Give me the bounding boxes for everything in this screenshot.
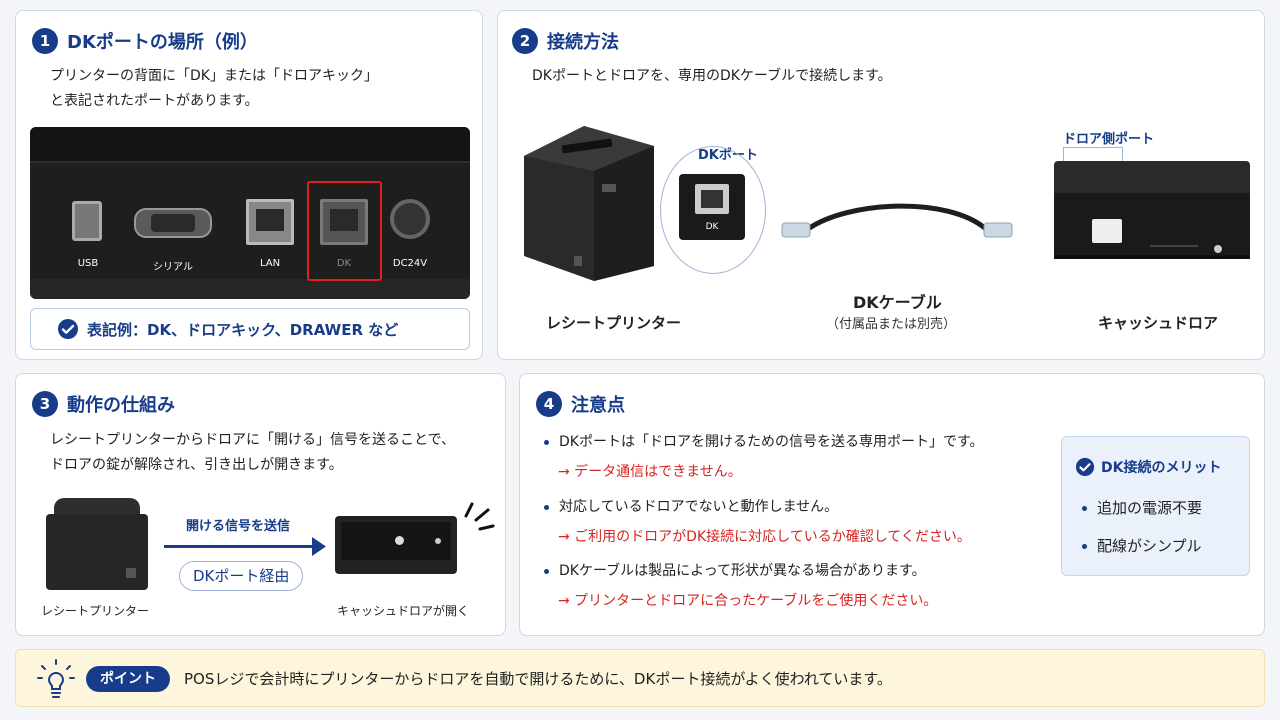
merit-box: DK接続のメリット 追加の電源不要 配線がシンプル <box>1061 436 1250 576</box>
merit-item-2: 配線がシンプル <box>1082 535 1202 556</box>
dk-port-icon <box>320 199 368 245</box>
panel4-title-text: 注意点 <box>571 395 625 416</box>
step-number-1: 1 <box>32 28 58 54</box>
small-printer-image <box>46 498 148 590</box>
panel4-title: 4 注意点 <box>536 391 625 417</box>
usb-port-icon <box>72 201 102 241</box>
port-label-lan: LAN <box>259 258 281 269</box>
precaution-note-1: → データ通信はできません。 <box>558 464 742 480</box>
signal-label: 開ける信号を送信 <box>186 519 291 534</box>
precaution-note-3: → プリンターとドロアに合ったケーブルをご使用ください。 <box>558 593 938 609</box>
panel3-title-text: 動作の仕組み <box>67 395 175 416</box>
panel-precautions: 4 注意点 DKポートは「ドロアを開けるための信号を送る専用ポート」です。 → … <box>519 373 1265 636</box>
step-number-3: 3 <box>32 391 58 417</box>
step-number-4: 4 <box>536 391 562 417</box>
precaution-item-1: DKポートは「ドロアを開けるための信号を送る専用ポート」です。 <box>544 431 984 451</box>
merit-item-1: 追加の電源不要 <box>1082 497 1202 518</box>
drawer-opens-label: キャッシュドロアが開く <box>337 604 470 618</box>
panel1-desc-line2: と表記されたポートがあります。 <box>50 93 259 109</box>
panel-connection-method: 2 接続方法 DKポートとドロアを、専用のDKケーブルで接続します。 DKポート… <box>497 10 1265 360</box>
dk-port-inset-label: DK <box>705 222 719 232</box>
receipt-printer-image <box>514 116 659 281</box>
panel-how-it-works: 3 動作の仕組み レシートプリンターからドロアに「開ける」信号を送ることで、 ド… <box>15 373 506 636</box>
point-footer-text: POSレジで会計時にプリンターからドロアを自動で開けるために、DKポート接続がよ… <box>184 670 892 688</box>
drawer-port-icon <box>1092 219 1122 243</box>
dk-port-inset-circle <box>660 146 766 274</box>
panel3-desc-line2: ドロアの錠が解除され、引き出しが開きます。 <box>50 457 343 473</box>
printer-label: レシートプリンター <box>546 314 682 332</box>
open-drawer-image <box>335 516 457 574</box>
dc24v-port-icon <box>390 199 430 239</box>
panel3-desc-line1: レシートプリンターからドロアに「開ける」信号を送ることで、 <box>50 432 456 448</box>
small-printer-label: レシートプリンター <box>41 604 150 618</box>
precaution-note-2: → ご利用のドロアがDK接続に対応しているか確認してください。 <box>558 529 971 545</box>
signal-arrow-line <box>164 545 316 548</box>
point-footer-bar: ポイント POSレジで会計時にプリンターからドロアを自動で開けるために、DKポー… <box>15 649 1265 707</box>
precaution-item-3: DKケーブルは製品によって形状が異なる場合があります。 <box>544 560 926 580</box>
notation-example-text: 表記例：DK、ドロアキック、DRAWER など <box>87 320 399 339</box>
drawer-port-callout-label: ドロア側ポート <box>1063 132 1155 147</box>
port-label-usb: USB <box>77 258 99 269</box>
lightbulb-icon <box>37 659 75 698</box>
dk-port-inset: DK <box>679 174 745 240</box>
step-number-2: 2 <box>512 28 538 54</box>
port-label-serial: シリアル <box>153 262 193 273</box>
panel-dk-port-location: 1 DKポートの場所（例） プリンターの背面に「DK」または「ドロアキック」 と… <box>15 10 483 360</box>
cable-sublabel: （付属品または別売） <box>826 317 957 332</box>
panel1-desc-line1: プリンターの背面に「DK」または「ドロアキック」 <box>50 68 378 84</box>
notation-example-box: 表記例：DK、ドロアキック、DRAWER など <box>30 308 470 350</box>
panel3-title: 3 動作の仕組み <box>32 391 175 417</box>
check-circle-icon <box>58 319 78 339</box>
port-label-dk: DK <box>336 258 352 269</box>
via-dk-port-pill: DKポート経由 <box>179 561 304 591</box>
cash-drawer-image <box>1054 161 1250 269</box>
drawer-label: キャッシュドロア <box>1098 314 1219 332</box>
serial-port-icon <box>134 208 212 238</box>
arrow-right-icon <box>312 537 326 556</box>
panel2-desc: DKポートとドロアを、専用のDKケーブルで接続します。 <box>532 68 892 84</box>
cable-label: DKケーブル <box>853 293 942 312</box>
dk-cable-image <box>781 203 1013 238</box>
printer-back-image: USB シリアル LAN DK DC24V <box>30 127 470 299</box>
point-badge: ポイント <box>86 666 170 692</box>
panel1-title-text: DKポートの場所（例） <box>67 32 258 53</box>
dk-port-highlight <box>307 181 382 281</box>
panel1-title: 1 DKポートの場所（例） <box>32 28 258 54</box>
opening-motion-icon <box>464 502 495 531</box>
port-label-dc24v: DC24V <box>392 258 428 269</box>
panel2-title: 2 接続方法 <box>512 28 619 54</box>
panel2-title-text: 接続方法 <box>547 32 619 53</box>
precaution-item-2: 対応しているドロアでないと動作しません。 <box>544 496 838 516</box>
merit-title: DK接続のメリット <box>1075 457 1221 477</box>
check-circle-icon <box>1075 457 1095 477</box>
